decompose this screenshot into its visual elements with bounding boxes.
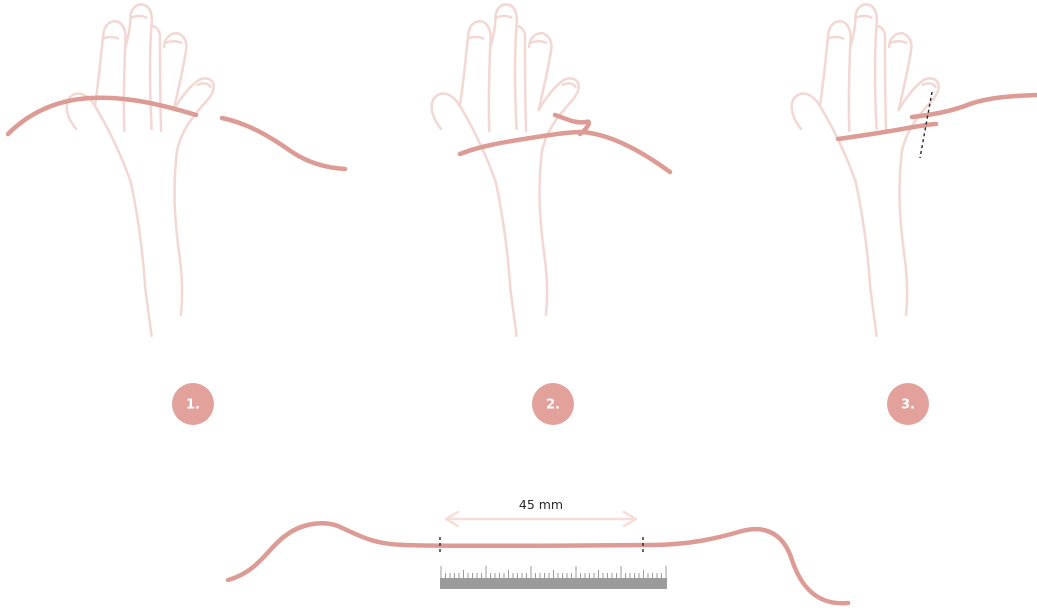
measured-string: [228, 523, 848, 603]
step-2-illustration: [432, 4, 670, 335]
measurement-diagram: 45 mm: [228, 497, 848, 603]
step-badge-1: 1.: [172, 383, 214, 425]
hand-outline-icon: [432, 4, 579, 335]
string: [460, 132, 670, 172]
step-badge-3: 3.: [887, 383, 929, 425]
hand-outline-icon: [67, 4, 214, 335]
string: [222, 118, 345, 169]
measurement-label: 45 mm: [519, 497, 563, 512]
ruler-icon: [440, 566, 667, 589]
step-number: 1.: [186, 398, 200, 413]
step-badge-2: 2.: [532, 383, 574, 425]
step-3-illustration: [792, 4, 1037, 335]
step-1-illustration: [8, 4, 345, 335]
hand-outline-icon: [792, 4, 939, 335]
step-number: 2.: [546, 398, 560, 413]
measurement-arrow: [446, 512, 636, 526]
step-number: 3.: [901, 398, 915, 413]
